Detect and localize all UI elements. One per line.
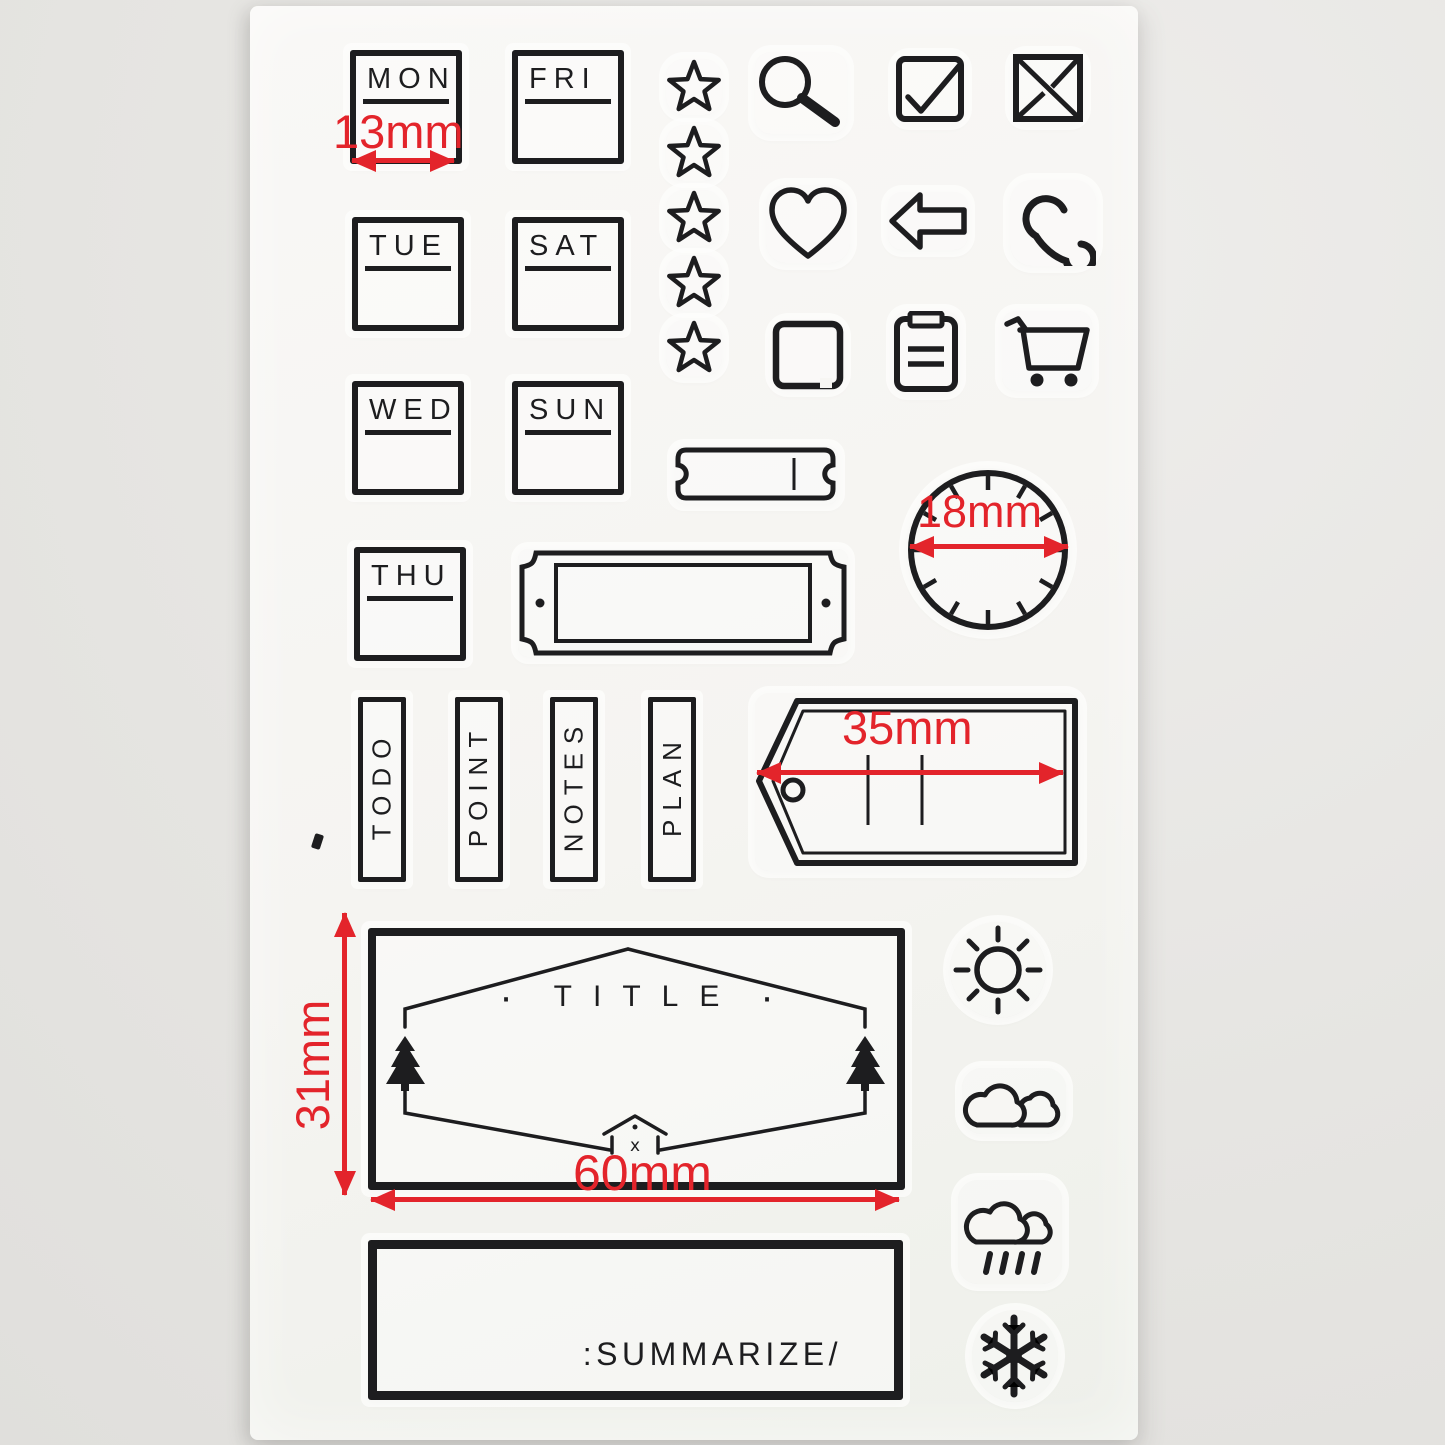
stamp-day-tue: TUE <box>352 217 464 331</box>
dimension-31mm-arrow <box>342 913 347 1195</box>
day-label: WED <box>369 394 458 426</box>
star-stamp <box>666 320 722 376</box>
clouds-stamp <box>962 1068 1066 1134</box>
day-label: SAT <box>529 230 605 262</box>
dot-left: · <box>499 975 513 1019</box>
tab-label: NOTES <box>558 717 589 853</box>
day-label: SUN <box>529 394 612 426</box>
dot-right: · <box>760 975 774 1019</box>
underline <box>363 99 449 104</box>
dimension-35mm-label: 35mm <box>842 701 973 754</box>
envelope-stamp <box>1012 53 1084 123</box>
ticket-icon <box>675 447 836 501</box>
label-plate-stamp <box>518 549 848 657</box>
dimension-35mm-arrow <box>757 770 1063 775</box>
checkbox-stamp <box>895 55 965 123</box>
tag-stamp <box>755 693 1080 871</box>
clouds-icon <box>963 1083 1061 1128</box>
stamp-day-fri: FRI <box>512 50 624 164</box>
phone-stamp <box>1010 180 1096 266</box>
house-mark: x <box>630 1136 640 1156</box>
underline <box>525 99 611 104</box>
rounded-square-icon <box>772 320 844 390</box>
magnifier-icon <box>759 56 840 127</box>
arrow-left-icon <box>889 192 967 250</box>
clipboard-stamp <box>893 311 959 393</box>
underline <box>367 596 453 601</box>
day-label: MON <box>367 63 456 95</box>
stamp-tab-notes: NOTES <box>550 697 598 882</box>
underline <box>365 430 451 435</box>
label-plate-icon <box>519 550 847 656</box>
star-icon <box>667 320 721 373</box>
day-label: THU <box>371 560 452 592</box>
day-label: FRI <box>529 63 597 95</box>
title-caption: · TITLE · <box>376 975 897 1019</box>
stamp-day-thu: THU <box>354 547 466 661</box>
underline <box>525 266 611 271</box>
star-stamp <box>666 59 722 115</box>
title-frame-stamp: x · TITLE · <box>368 928 905 1190</box>
stamp-tab-point: POINT <box>455 697 503 882</box>
snowflake-icon <box>980 1314 1048 1398</box>
underline <box>365 266 451 271</box>
rain-cloud-stamp <box>958 1180 1062 1284</box>
stamp-day-wed: WED <box>352 381 464 495</box>
dimension-18mm-label: 18mm <box>917 486 1043 537</box>
star-stamp <box>666 125 722 181</box>
sun-icon <box>953 925 1043 1015</box>
envelope-icon <box>1013 54 1083 122</box>
star-icon <box>667 59 721 112</box>
stamp-day-mon: MON <box>350 50 462 164</box>
dimension-13mm-arrow <box>352 158 454 163</box>
star-stamp <box>666 190 722 246</box>
summarize-stamp: :SUMMARIZE/ <box>368 1240 903 1400</box>
arrow-left-stamp <box>888 192 968 250</box>
snowflake-stamp <box>972 1310 1058 1402</box>
stamp-day-sat: SAT <box>512 217 624 331</box>
square-stamp <box>772 320 844 390</box>
ticket-stamp <box>674 446 838 504</box>
star-icon <box>667 255 721 308</box>
day-label: TUE <box>369 230 448 262</box>
dimension-60mm-label: 60mm <box>573 1145 712 1201</box>
heart-stamp <box>766 185 850 263</box>
star-icon <box>667 190 721 243</box>
star-stamp <box>666 255 722 311</box>
tab-label: PLAN <box>656 733 687 837</box>
hexagon-frame: x <box>386 947 885 1156</box>
tag-icon <box>756 698 1078 866</box>
summarize-text: :SUMMARIZE/ <box>582 1336 842 1372</box>
tab-label: TODO <box>366 729 397 841</box>
sun-stamp <box>950 922 1046 1018</box>
shopping-cart-stamp <box>1002 311 1092 391</box>
dimension-60mm-arrow <box>371 1197 899 1202</box>
clipboard-icon <box>894 311 958 392</box>
magnifier-stamp <box>755 52 847 134</box>
star-icon <box>667 125 721 178</box>
heart-icon <box>769 187 847 259</box>
house-icon <box>602 1114 668 1155</box>
stamp-day-sun: SUN <box>512 381 624 495</box>
dimension-18mm-arrow <box>910 544 1068 549</box>
title-text: TITLE <box>553 980 741 1013</box>
pine-tree-icon <box>846 1036 885 1091</box>
pine-tree-icon <box>386 1036 425 1091</box>
phone-icon <box>1022 195 1096 266</box>
rain-cloud-icon <box>963 1201 1053 1275</box>
tab-label: POINT <box>463 722 494 848</box>
stamp-tab-plan: PLAN <box>648 697 696 882</box>
stamp-tab-todo: TODO <box>358 697 406 882</box>
checkbox-check-icon <box>896 56 964 122</box>
dimension-31mm-label: 31mm <box>285 999 339 1131</box>
shopping-cart-icon <box>1004 316 1090 387</box>
underline <box>525 430 611 435</box>
